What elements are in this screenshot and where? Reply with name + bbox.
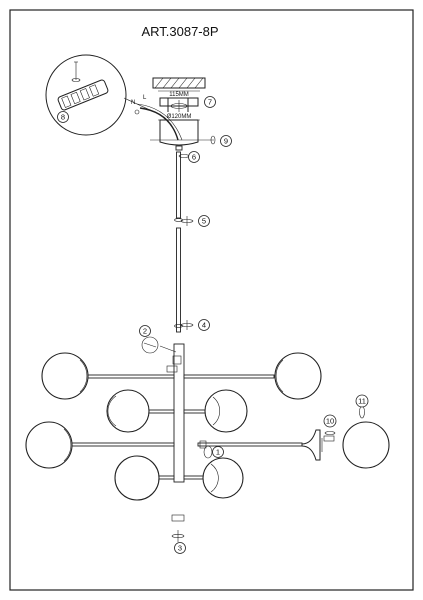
svg-text:3: 3 (178, 544, 182, 553)
terminal-block-detail (45, 54, 151, 136)
callout-10: 10 (323, 414, 337, 428)
svg-text:9: 9 (224, 137, 228, 146)
callout-5: 5 (198, 215, 210, 227)
callout-2: 2 (139, 325, 151, 337)
arm-mid-left (106, 389, 175, 433)
svg-text:1: 1 (216, 448, 220, 457)
callout-7: 7 (204, 96, 216, 108)
down-rod (174, 145, 183, 333)
svg-text:2: 2 (143, 327, 147, 336)
callout-4: 4 (198, 319, 210, 331)
live-label: L (143, 95, 147, 101)
callout-11: 11 (355, 394, 369, 408)
central-hub (159, 343, 185, 522)
callout-1: 1 (212, 446, 224, 458)
canopy-diameter-label: Ø120MM (167, 114, 192, 120)
callout-6: 6 (188, 151, 200, 163)
svg-text:10: 10 (326, 417, 334, 426)
hardware-parts (141, 154, 365, 542)
canopy-width-label: 115MM (169, 92, 189, 98)
callout-9: 9 (220, 135, 232, 147)
svg-text:4: 4 (202, 321, 206, 330)
arm-mid-right (183, 389, 248, 433)
svg-text:7: 7 (208, 98, 212, 107)
arm-upper-right (183, 352, 322, 400)
callout-3: 3 (174, 542, 186, 554)
neutral-label: N (131, 100, 135, 106)
svg-text:8: 8 (61, 113, 65, 122)
arm-lower-left (25, 421, 175, 469)
ceiling-mount: 115MM Ø120MM N L (131, 77, 216, 146)
product-title: ART.3087-8P (141, 24, 218, 39)
svg-text:11: 11 (358, 397, 366, 406)
svg-text:6: 6 (192, 153, 196, 162)
arm-lower-inner-right (183, 457, 244, 499)
arm-upper-left (41, 352, 175, 400)
callout-8: 8 (57, 111, 69, 123)
svg-text:5: 5 (202, 217, 206, 226)
arm-lower-right (197, 421, 390, 469)
arm-lower-inner-left (114, 455, 175, 501)
page-border (9, 9, 414, 591)
